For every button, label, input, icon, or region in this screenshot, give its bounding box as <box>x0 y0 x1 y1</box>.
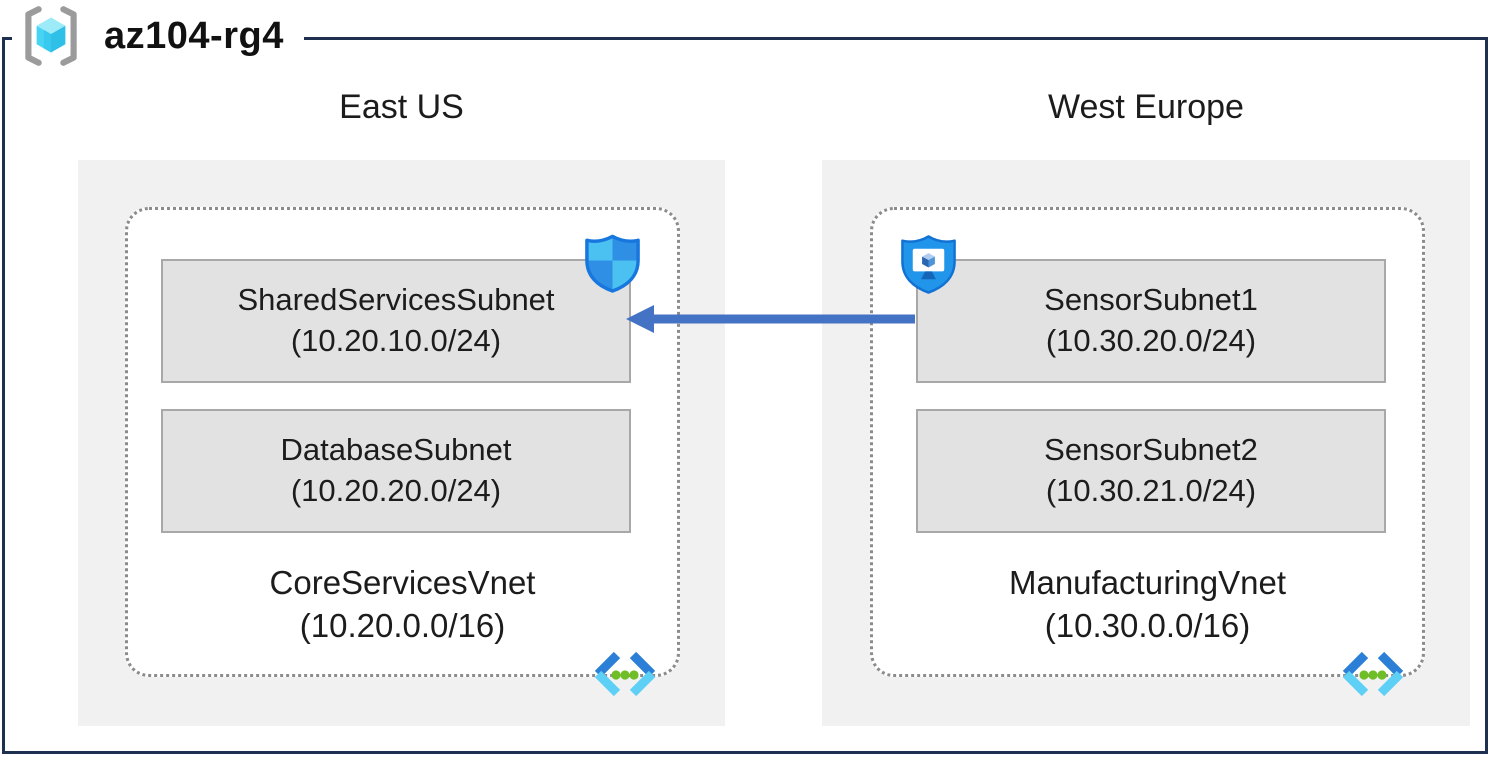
subnet-cidr: (10.30.20.0/24) <box>1045 323 1257 358</box>
vnet-label-manufacturingvnet: ManufacturingVnet (10.30.0.0/16) <box>873 562 1422 648</box>
region-title-west-europe: West Europe <box>1048 88 1244 126</box>
subnet-sharedservicessubnet: SharedServicesSubnet (10.20.10.0/24) <box>161 259 631 383</box>
application-security-group-shield-icon <box>901 235 956 294</box>
subnet-name: SharedServicesSubnet <box>237 282 555 318</box>
peering-arrow-icon <box>626 305 915 333</box>
subnet-cidr: (10.30.21.0/24) <box>1045 473 1257 508</box>
subnet-name: SensorSubnet1 <box>1044 282 1258 318</box>
region-title-east-us: East US <box>339 88 464 126</box>
network-security-group-shield-icon <box>585 234 640 293</box>
subnet-cidr: (10.20.10.0/24) <box>290 323 502 358</box>
subnet-name: DatabaseSubnet <box>280 432 512 468</box>
vnet-boundary-coreservicesvnet: SharedServicesSubnet (10.20.10.0/24) Dat… <box>125 207 680 677</box>
subnet-sensorsubnet1: SensorSubnet1 (10.30.20.0/24) <box>916 259 1386 383</box>
resource-group-icon <box>25 6 77 66</box>
resource-group-name: az104-rg4 <box>104 14 284 57</box>
monitor-stand <box>921 271 936 280</box>
subnet-cidr: (10.20.20.0/24) <box>290 473 502 508</box>
subnet-databasesubnet: DatabaseSubnet (10.20.20.0/24) <box>161 409 631 533</box>
resource-group-frame <box>2 37 1488 754</box>
vnet-boundary-manufacturingvnet: SensorSubnet1 (10.30.20.0/24) SensorSubn… <box>870 207 1425 677</box>
vnet-name: ManufacturingVnet <box>1008 564 1286 601</box>
resource-group-title-group: az104-rg4 <box>12 4 304 68</box>
vnet-label-coreservicesvnet: CoreServicesVnet (10.20.0.0/16) <box>128 562 677 648</box>
virtual-network-icon <box>1342 651 1404 697</box>
subnet-sensorsubnet2: SensorSubnet2 (10.30.21.0/24) <box>916 409 1386 533</box>
virtual-network-icon <box>594 651 656 697</box>
vnet-name: CoreServicesVnet <box>269 564 536 601</box>
subnet-name: SensorSubnet2 <box>1044 432 1258 468</box>
vnet-cidr: (10.20.0.0/16) <box>299 606 506 644</box>
vnet-cidr: (10.30.0.0/16) <box>1044 606 1251 644</box>
